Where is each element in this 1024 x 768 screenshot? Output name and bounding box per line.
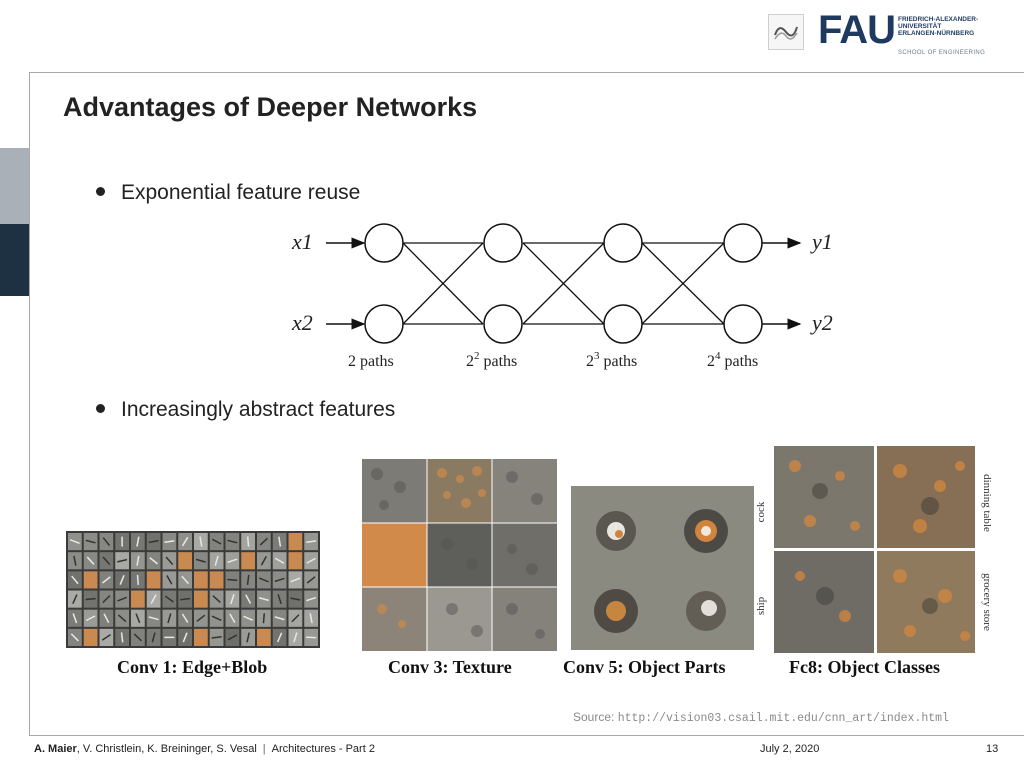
input-label-x2: x2 [291,310,313,335]
fc8-label-dinning-table: dinning table [981,474,993,532]
caption-conv3: Conv 3: Texture [388,657,512,677]
bullet-item: Exponential feature reuse [96,181,360,205]
network-node [483,304,523,344]
footer-date: July 2, 2020 [760,743,820,755]
school-name: SCHOOL OF ENGINEERING [898,50,986,56]
conv5-object-parts-image [571,486,754,650]
path-label: 22 paths [466,350,517,370]
caption-conv1: Conv 1: Edge+Blob [117,657,268,677]
connections [402,242,725,325]
conv1-filters-image [66,531,320,648]
network-node [483,223,523,263]
fc8-label-grocery-store: grocery store [981,573,993,631]
fau-logo: FAU [818,8,896,52]
path-label: 23 paths [586,350,637,370]
fc8-label-cock: cock [755,501,767,523]
network-node [603,223,643,263]
bullet-text: Exponential feature reuse [121,181,361,204]
path-label: 24 paths [707,350,758,370]
output-label-y1: y1 [810,229,833,254]
network-node [603,304,643,344]
caption-conv5: Conv 5: Object Parts [563,657,726,677]
network-node [364,223,404,263]
footer-authors: A. Maier, V. Christlein, K. Breininger, … [34,743,375,755]
fc8-object-classes-image [770,446,976,653]
network-node [723,223,763,263]
bullet-dot-icon [96,403,105,413]
bullet-item: Increasingly abstract features [96,398,395,422]
path-label: 2 paths [348,353,394,370]
seal-logo-icon [768,14,804,50]
network-node [364,304,404,344]
output-label-y2: y2 [810,310,833,335]
network-node [723,304,763,344]
section-tab-light [0,148,29,224]
input-label-x1: x1 [291,229,313,254]
slide-title: Advantages of Deeper Networks [63,92,478,122]
slide-frame [29,72,1024,736]
network-diagram: x1 x2 y1 y2 2 paths 22 paths 23 paths 24… [291,223,833,370]
bullet-text: Increasingly abstract features [121,398,396,421]
source-url: http://vision03.csail.mit.edu/cnn_art/in… [617,712,949,725]
source-citation: Source: http://vision03.csail.mit.edu/cn… [573,710,949,725]
caption-fc8: Fc8: Object Classes [789,657,940,677]
bullet-dot-icon [96,186,105,196]
fc8-label-ship: ship [755,596,767,616]
page-number: 13 [986,743,999,755]
footer-lecture: Architectures - Part 2 [271,743,375,755]
conv3-texture-image [362,459,557,651]
section-tab-dark [0,224,29,296]
university-name: FRIEDRICH-ALEXANDER- UNIVERSITÄT ERLANGE… [898,16,979,37]
